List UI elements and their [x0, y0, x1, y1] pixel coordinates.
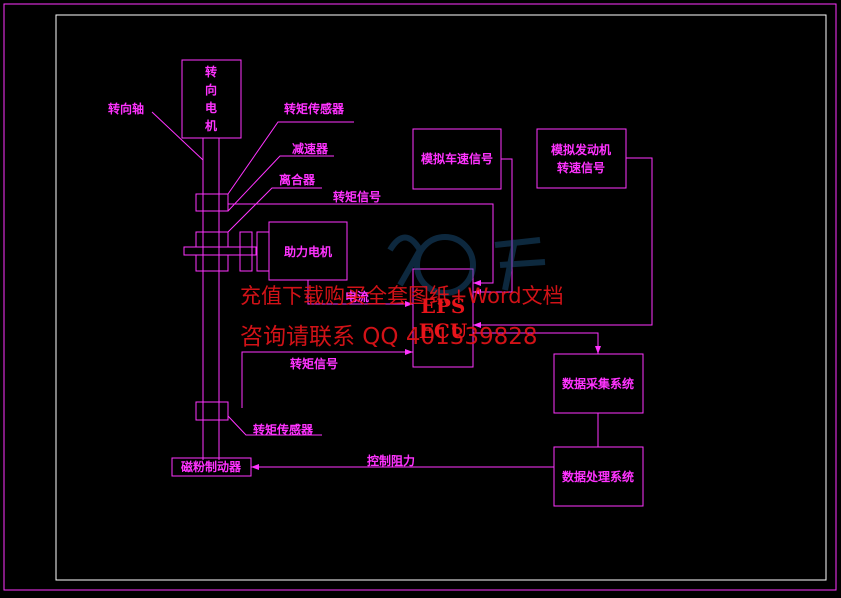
watermark-line-2: 咨询请联系 QQ 401339828 [240, 324, 538, 350]
reducer-label: 减速器 [292, 141, 329, 156]
clutch-label: 离合器 [279, 172, 316, 187]
ecu-subtitle: ECU [419, 319, 468, 343]
steering-motor-char-4: 机 [205, 118, 217, 133]
current-label: 电流 [345, 289, 369, 304]
torque-sensor-top-label: 转矩传感器 [284, 101, 345, 116]
drawing-frame [55, 14, 827, 581]
sim-engine-line [473, 157, 653, 326]
watermark-line-1: 充值下载购买全套图纸+Word文档 [240, 284, 564, 308]
torque-sensor-top-leader [227, 121, 354, 195]
reducer-block [195, 231, 229, 248]
sim-engine-label-2: 转速信号 [557, 160, 605, 175]
sim-speed-line [473, 158, 513, 293]
torque-signal-top-line [228, 203, 494, 284]
current-line [307, 280, 413, 305]
steering-motor-char-1: 转 [205, 64, 217, 79]
eps-ecu-box [412, 268, 474, 368]
control-resistance-arrow [251, 464, 259, 470]
sim-speed-label: 模拟车速信号 [421, 151, 493, 166]
sim-engine-box [536, 128, 627, 189]
steering-motor-char-2: 向 [205, 82, 217, 97]
torque-sensor-top-block [195, 193, 229, 212]
data-acq-label: 数据采集系统 [562, 376, 634, 391]
motor-coupling-1 [239, 231, 253, 272]
motor-coupling-2 [256, 231, 270, 272]
watermark-logo [387, 234, 546, 296]
clutch-leader [227, 187, 322, 233]
control-resistance-label: 控制阻力 [367, 453, 415, 468]
torque-sensor-bottom-block [195, 401, 229, 421]
clutch-block [195, 254, 229, 272]
clutch-bar [183, 246, 257, 256]
data-proc-label: 数据处理系统 [562, 469, 634, 484]
torque-signal-top-label: 转矩信号 [333, 189, 381, 204]
torque-signal-bottom-line [241, 351, 413, 408]
data-proc-box [553, 446, 644, 507]
steering-shaft-label: 转向轴 [108, 101, 144, 116]
current-arrow [405, 301, 413, 307]
assist-motor-label: 助力电机 [284, 244, 332, 259]
sim-engine-label-1: 模拟发动机 [551, 142, 611, 157]
sim-speed-arrow [473, 289, 481, 295]
torque-signal-bottom-label: 转矩信号 [290, 356, 338, 371]
torque-sensor-bottom-leader [227, 415, 322, 436]
steering-motor-box [181, 59, 242, 139]
torque-sensor-bottom-label: 转矩传感器 [253, 422, 314, 437]
reducer-leader [227, 155, 334, 212]
steering-motor-char-3: 电 [205, 100, 217, 115]
outer-border [3, 3, 837, 591]
ecu-to-acq-arrow [595, 346, 601, 354]
sim-engine-arrow [473, 322, 481, 328]
steering-shaft-leader [151, 111, 204, 161]
torque-signal-bottom-arrow [405, 349, 413, 355]
ecu-title: EPS [421, 294, 466, 318]
magnetic-brake-label: 磁粉制动器 [180, 459, 242, 474]
torque-signal-top-arrow [473, 280, 481, 286]
